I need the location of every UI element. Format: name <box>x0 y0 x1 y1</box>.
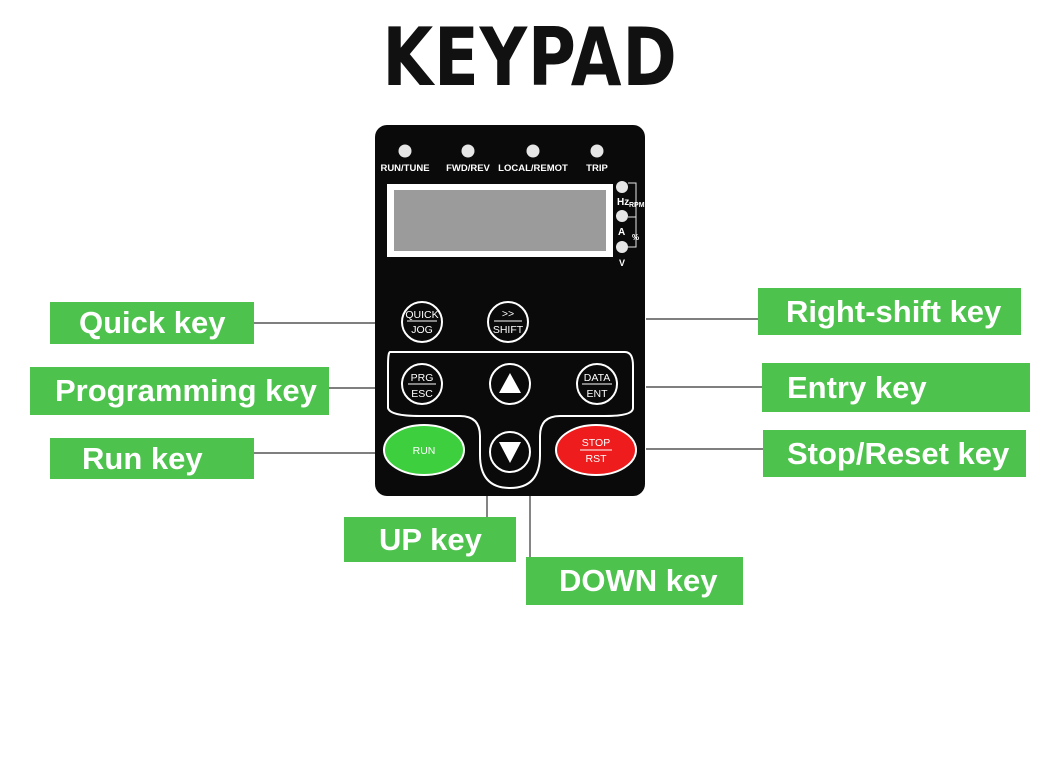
quick-key-bottom-label: JOG <box>411 324 433 336</box>
callout-entry-key: Entry key <box>762 363 1030 412</box>
stop-rst-key[interactable]: STOP RST <box>555 424 637 476</box>
callout-run-key: Run key <box>50 438 254 479</box>
page-title: KEYPAD <box>382 11 678 104</box>
quick-jog-key[interactable]: QUICK JOG <box>401 301 443 343</box>
unit-label-percent: % <box>632 233 639 242</box>
unit-label-hz: Hz <box>617 197 629 208</box>
data-ent-key[interactable]: DATA ENT <box>576 363 618 405</box>
unit-label-rpm: RPM <box>629 202 645 209</box>
shift-key-bottom-label: SHIFT <box>493 324 524 336</box>
unit-indicators <box>616 181 637 253</box>
prg-key-bottom-label: ESC <box>411 388 433 400</box>
prg-key-top-label: PRG <box>411 372 434 384</box>
lcd-display <box>394 190 606 251</box>
callout-down-key: DOWN key <box>526 557 743 605</box>
unit-label-v: V <box>619 258 625 268</box>
indicator-label-run-tune: RUN/TUNE <box>380 163 429 174</box>
data-key-top-label: DATA <box>584 372 610 384</box>
prg-esc-key[interactable]: PRG ESC <box>401 363 443 405</box>
callout-right-shift-key: Right-shift key <box>758 288 1021 335</box>
unit-label-a: A <box>618 227 625 238</box>
led-fwd-rev <box>461 144 475 158</box>
leader-lines <box>254 318 763 557</box>
led-unit-v <box>616 241 628 253</box>
callout-programming-key: Programming key <box>30 367 329 415</box>
indicator-label-trip: TRIP <box>586 163 608 174</box>
led-local-remot <box>526 144 540 158</box>
run-key[interactable]: RUN <box>383 424 465 476</box>
callout-up-key: UP key <box>344 517 516 562</box>
indicator-label-fwd-rev: FWD/REV <box>446 163 490 174</box>
quick-key-top-label: QUICK <box>405 309 438 321</box>
data-key-bottom-label: ENT <box>587 388 609 400</box>
stop-key-bottom-label: RST <box>586 453 608 465</box>
bracket-percent <box>628 216 637 248</box>
stop-key-top-label: STOP <box>582 437 610 449</box>
down-arrow-icon <box>499 442 521 463</box>
led-unit-a <box>616 210 628 222</box>
led-trip <box>590 144 604 158</box>
up-key[interactable] <box>489 363 531 405</box>
down-key[interactable] <box>489 431 531 473</box>
led-unit-hz <box>616 181 628 193</box>
shift-key-top-label: >> <box>502 308 514 320</box>
shift-key[interactable]: >> SHIFT <box>487 301 529 343</box>
indicator-leds <box>398 144 604 158</box>
run-key-label: RUN <box>413 445 436 457</box>
callout-quick-key: Quick key <box>50 302 254 344</box>
up-arrow-icon <box>499 373 521 393</box>
indicator-label-local-remot: LOCAL/REMOT <box>498 163 568 174</box>
keypad-outline <box>387 351 634 490</box>
callout-stop-reset-key: Stop/Reset key <box>763 430 1026 477</box>
led-run-tune <box>398 144 412 158</box>
